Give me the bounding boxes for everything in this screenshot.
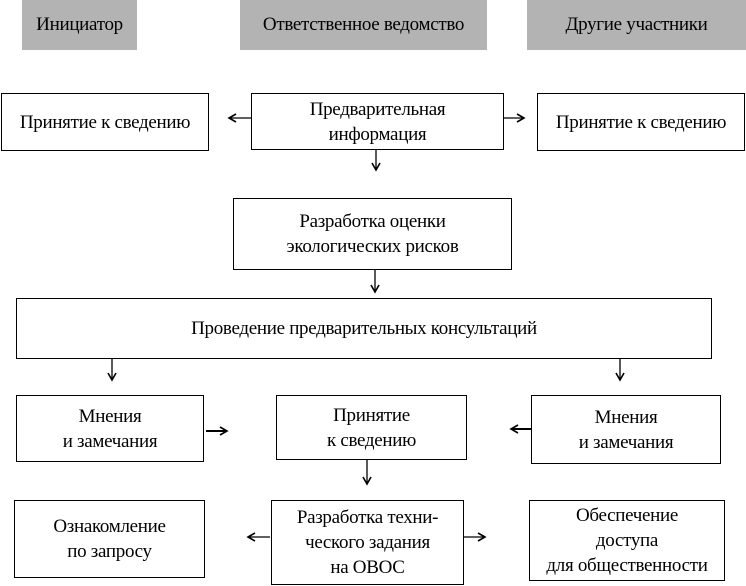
node-text-line: ческого задания: [305, 532, 430, 553]
node-opinions-right: Мнения и замечания: [531, 395, 721, 464]
node-text-line: Принятие к сведению: [19, 111, 191, 133]
node-text-line: Мнения: [594, 406, 658, 428]
node-text-line: Проведение предварительных консультаций: [191, 318, 537, 339]
node-text-line: Разработка техни-: [296, 507, 439, 528]
node-ack-left-top: Принятие к сведению: [1, 93, 209, 151]
node-risk-assessment: Разработка оценки экологических рисков: [233, 198, 512, 270]
node-text-line: доступа: [595, 530, 659, 551]
node-text-line: Мнения: [78, 405, 142, 427]
node-text-line: по запросу: [67, 541, 152, 562]
node-text-line: Предварительная: [309, 98, 446, 120]
node-text-line: Принятие: [333, 404, 410, 426]
node-text-line: Разработка оценки: [299, 211, 446, 232]
node-tor-development: Разработка техни-ческого задания на ОВОС: [271, 500, 464, 585]
node-consultations: Проведение предварительных консультаций: [16, 298, 712, 359]
node-text-line: Принятие к сведению: [555, 111, 727, 133]
node-familiarization: Ознакомление по запросу: [14, 500, 205, 578]
node-public-access: Обеспечение доступа для общественности: [529, 500, 725, 581]
node-text-line: для общественности: [546, 555, 708, 576]
column-header-initiator: Инициатор: [22, 0, 137, 50]
node-ack-center: Принятие к сведению: [276, 395, 467, 460]
node-opinions-left: Мнения и замечания: [16, 395, 204, 462]
node-text-line: к сведению: [326, 429, 417, 451]
node-text-line: экологических рисков: [286, 236, 459, 257]
node-text-line: Обеспечение: [575, 505, 679, 526]
node-text-line: информация: [328, 123, 427, 145]
node-prelim-info: Предварительная информация: [251, 93, 504, 150]
node-ack-right-top: Принятие к сведению: [537, 93, 745, 151]
column-header-others: Другие участники: [527, 0, 746, 50]
node-text-line: и замечания: [578, 431, 674, 453]
node-text-line: Ознакомление: [53, 516, 166, 537]
node-text-line: и замечания: [62, 430, 158, 452]
node-text-line: на ОВОС: [330, 557, 405, 578]
column-header-authority: Ответственное ведомство: [240, 0, 487, 50]
